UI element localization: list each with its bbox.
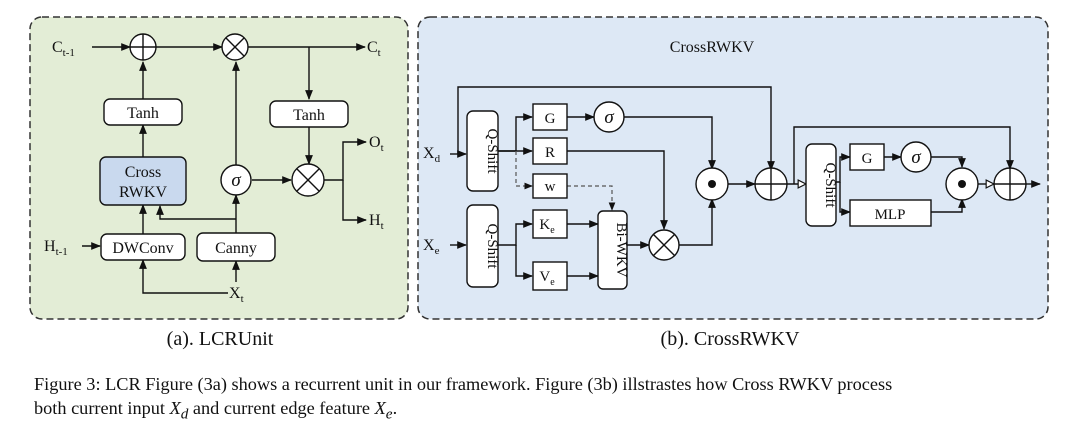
- canny-block: [196, 232, 276, 262]
- qshift-to-w-dashed-line: [515, 151, 533, 190]
- canny-label: Canny: [215, 240, 257, 257]
- v-block: [532, 261, 568, 291]
- svg-text:Q-Shift: Q-Shift: [484, 129, 500, 175]
- qshift-to-mlp-line: [839, 182, 851, 216]
- ot-label: Ot: [369, 134, 384, 154]
- xd-subscript: d: [180, 405, 189, 423]
- ct-label: Ct: [367, 39, 381, 59]
- times-to-dot-line: [679, 198, 716, 246]
- k-label: Ke: [539, 217, 555, 236]
- sigma-gate-b1: [593, 101, 625, 133]
- qshift-bottom-block: Q-Shift: [466, 204, 500, 288]
- g-label: G: [545, 111, 556, 127]
- figure-caption-line1: Figure 3: LCR Figure (3a) shows a recurr…: [34, 374, 893, 394]
- g-right-block: [849, 143, 885, 171]
- qshift-top-block: Q-Shift: [466, 110, 500, 192]
- sigma-gate-b1-label: σ: [604, 107, 614, 128]
- r-label: R: [545, 145, 555, 161]
- xt-to-dwconv-line: [139, 259, 228, 294]
- panel-a-background: [29, 16, 409, 320]
- tanh-left-block: [103, 98, 183, 126]
- figure-caption-line2c: .: [392, 398, 398, 418]
- c-prev-label: Ct-1: [52, 39, 75, 59]
- sigma-gate: [220, 164, 252, 196]
- sigma-to-dot-line: [624, 116, 716, 170]
- xe-subscript: e: [385, 405, 393, 423]
- h-prev-label: Ht-1: [44, 238, 68, 258]
- panel-b-title: CrossRWKV: [670, 39, 755, 56]
- figure-caption: Figure 3: LCR Figure (3a) shows a recurr…: [34, 372, 1064, 427]
- times-operator-b: [648, 229, 680, 261]
- biwkv-block: Bi-WKV: [597, 210, 629, 290]
- g-block: [532, 103, 568, 131]
- figure-caption-line2a: both current input: [34, 398, 170, 418]
- times2-to-ht-line: [342, 180, 367, 224]
- qshift-to-v-line: [515, 245, 533, 280]
- canny-to-cross-line: [156, 205, 236, 220]
- panel-b-caption: (b). CrossRWKV: [660, 328, 800, 350]
- w-label: w: [545, 179, 556, 195]
- xd-label: Xd: [423, 145, 441, 165]
- tanh-left-label: Tanh: [127, 105, 159, 122]
- dwconv-block: [100, 233, 186, 261]
- g-right-label: G: [862, 151, 873, 167]
- panel-b-background: [417, 16, 1049, 320]
- mlp-to-dot2-line: [931, 198, 966, 213]
- xd-residual-line: [457, 86, 775, 171]
- times2-to-ot-line: [324, 138, 367, 181]
- cross-rwkv-label-2: RWKV: [119, 184, 167, 201]
- qshift-to-g2-line: [836, 153, 851, 183]
- v-label: Ve: [539, 269, 555, 288]
- second-residual-line: [793, 126, 1014, 184]
- r-to-times-line: [567, 150, 668, 230]
- times-operator-2: [291, 163, 325, 197]
- sigma-gate-b2: [900, 141, 932, 173]
- cross-rwkv-label-1: Cross: [125, 164, 161, 181]
- plus-operator-b1: [754, 167, 788, 201]
- sigma-gate-b2-label: σ: [911, 147, 921, 168]
- sigma-gate-label: σ: [231, 170, 241, 191]
- r-block: [532, 137, 568, 165]
- svg-text:Q-Shift: Q-Shift: [822, 163, 838, 209]
- figure-caption-line2b: and current edge feature: [188, 398, 375, 418]
- xt-label: Xt: [229, 285, 244, 305]
- panel-a-caption: (a). LCRUnit: [166, 328, 274, 350]
- plus-operator: [129, 33, 157, 61]
- diagram: σ Tanh Tanh Cross RWKV DWConv Canny Ct-1…: [29, 16, 1049, 320]
- xe-variable: X: [374, 398, 386, 418]
- cross-rwkv-block: [99, 156, 187, 206]
- qshift-to-k-line: [498, 220, 533, 246]
- w-to-biwkv-dashed-line: [567, 185, 616, 211]
- w-block: [532, 173, 568, 199]
- times-operator: [221, 33, 249, 61]
- svg-text:Q-Shift: Q-Shift: [484, 224, 500, 270]
- qshift-right-block: Q-Shift: [805, 143, 838, 227]
- tanh-right-label: Tanh: [293, 107, 325, 124]
- xd-variable: X: [169, 398, 181, 418]
- ht-label: Ht: [369, 212, 384, 232]
- dwconv-label: DWConv: [112, 240, 173, 257]
- mlp-block: [849, 199, 932, 227]
- sigma2-to-dot2-line: [931, 156, 966, 168]
- tanh-right-block: [269, 100, 349, 128]
- k-block: [532, 209, 568, 239]
- dot-center-b1: [708, 180, 716, 188]
- dot-center-b2: [958, 180, 966, 188]
- xe-label: Xe: [423, 237, 440, 257]
- mlp-label: MLP: [875, 207, 906, 223]
- plus-operator-b2: [993, 167, 1027, 201]
- svg-text:Bi-WKV: Bi-WKV: [613, 223, 629, 278]
